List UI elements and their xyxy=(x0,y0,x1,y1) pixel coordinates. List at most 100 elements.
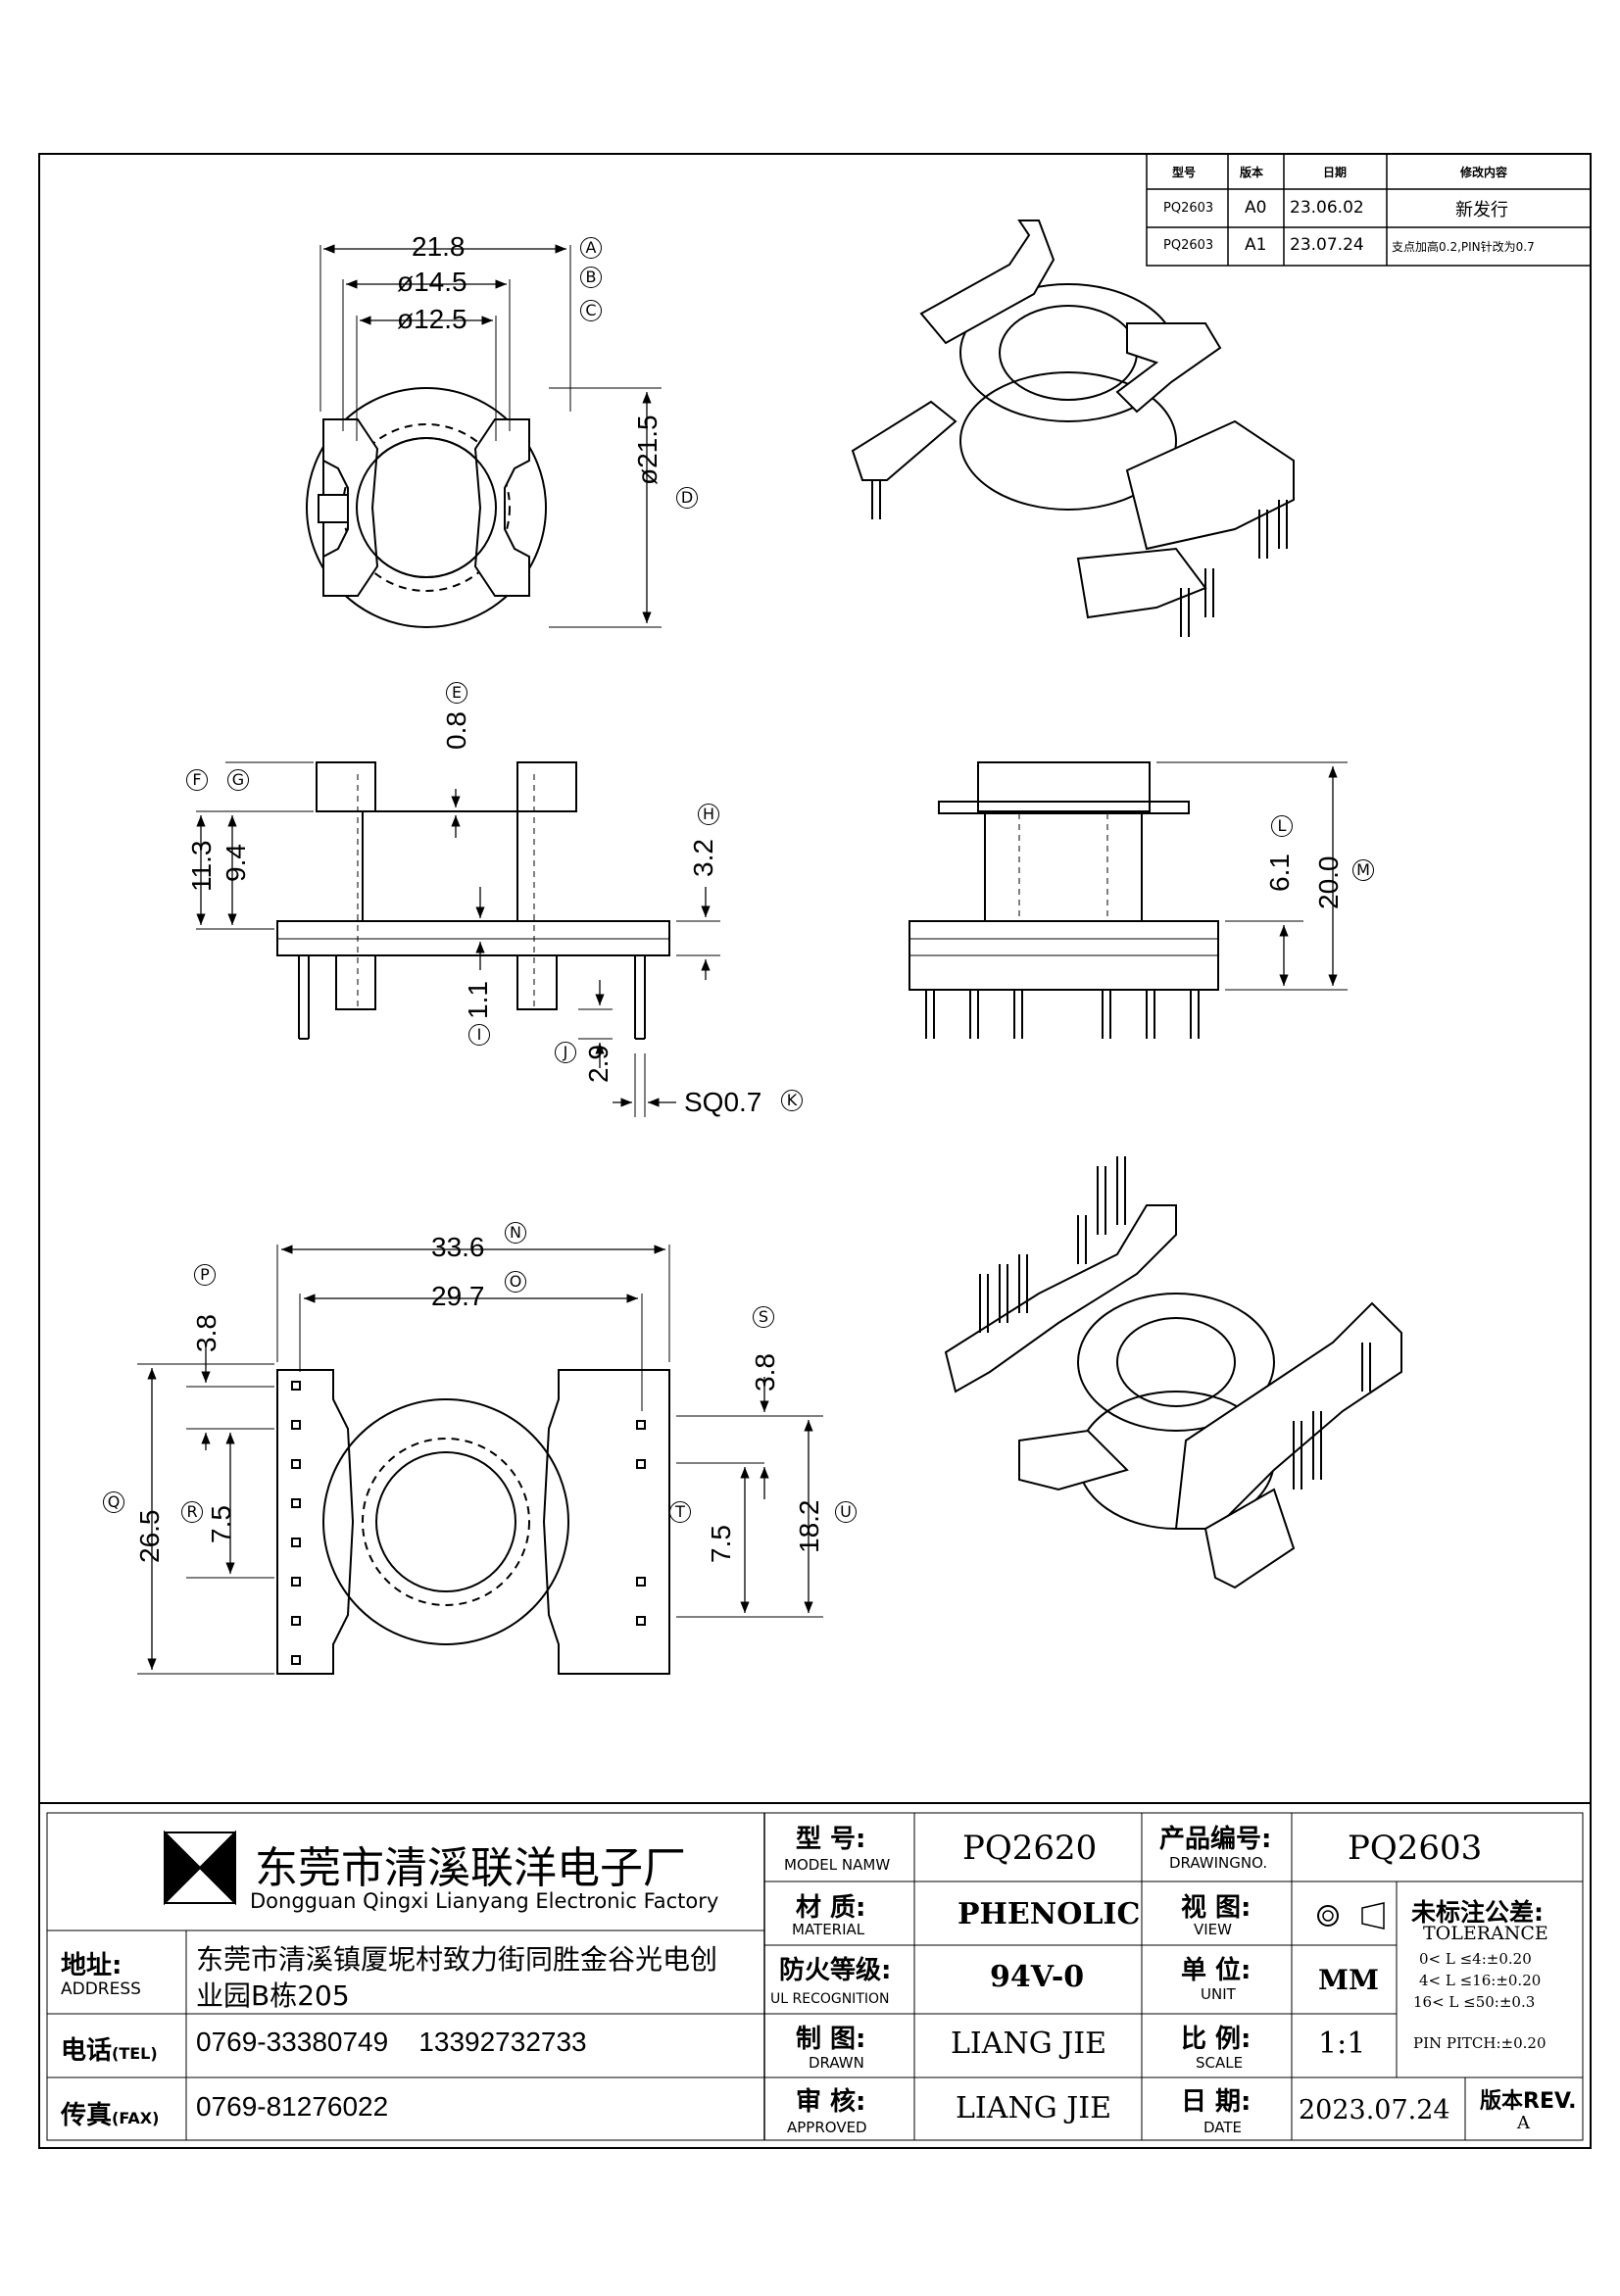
address-label-en: ADDRESS xyxy=(61,1979,141,1999)
fax-value: 0769-81276022 xyxy=(196,2091,389,2122)
dim-q-label: 26.5 xyxy=(134,1509,165,1564)
dim-j-label: 2.9 xyxy=(583,1045,614,1083)
rev-header-date: 日期 xyxy=(1323,166,1348,179)
drawn-value: LIANG JIE xyxy=(951,2027,1106,2061)
unit-label: 单 位: xyxy=(1181,1956,1252,1985)
unit-value: MM xyxy=(1318,1964,1379,1996)
revision-table xyxy=(1146,153,1592,267)
model-label-en: MODEL NAMW xyxy=(784,1856,891,1874)
dim-d-label: ø21.5 xyxy=(632,415,663,485)
rev-row1-model: PQ2603 xyxy=(1163,201,1214,216)
rev-row2-change: 支点加高0.2,PIN针改为0.7 xyxy=(1392,240,1535,254)
rev-row2-date: 23.07.24 xyxy=(1290,235,1364,255)
address-line1: 东莞市清溪镇厦坭村致力街同胜金谷光电创 xyxy=(196,1943,718,1976)
rev-row1-version: A0 xyxy=(1245,198,1267,218)
approved-label-en: APPROVED xyxy=(787,2119,867,2136)
dim-b-label: ø14.5 xyxy=(397,267,467,297)
dim-o-label: 29.7 xyxy=(431,1281,485,1311)
dim-a-label: 21.8 xyxy=(412,231,466,262)
tag-k: K xyxy=(781,1090,803,1111)
tag-m: M xyxy=(1352,859,1374,881)
dim-m-label: 20.0 xyxy=(1313,855,1344,910)
address-line2: 业园B栋205 xyxy=(196,1979,350,2012)
tolerance-line-4: PIN PITCH:±0.20 xyxy=(1413,2034,1546,2052)
scale-label-en: SCALE xyxy=(1196,2054,1244,2072)
model-label: 型 号: xyxy=(796,1825,866,1854)
rev-header-model: 型号 xyxy=(1172,166,1197,179)
view-label: 视 图: xyxy=(1181,1893,1252,1923)
date-label-en: DATE xyxy=(1203,2119,1243,2136)
tel-label-en: (TEL) xyxy=(112,2044,158,2063)
dim-g-label: 9.4 xyxy=(221,844,251,882)
tag-t: T xyxy=(669,1501,691,1523)
drawn-label-en: DRAWN xyxy=(809,2054,864,2072)
dim-t-label: 7.5 xyxy=(706,1525,736,1563)
dim-e-label: 0.8 xyxy=(441,711,471,750)
title-block-grid xyxy=(38,1802,1592,2149)
front-view xyxy=(196,761,720,1117)
tolerance-line-2: 4< L ≤16:±0.20 xyxy=(1419,1972,1542,1989)
tag-h: H xyxy=(698,804,719,825)
company-name-cn: 东莞市清溪联洋电子厂 xyxy=(255,1843,686,1893)
rev-row2-version: A1 xyxy=(1245,235,1267,255)
tag-n: N xyxy=(505,1222,526,1244)
company-name-en: Dongguan Qingxi Lianyang Electronic Fact… xyxy=(250,1889,719,1913)
top-view xyxy=(306,244,662,628)
drawing-no-label-en: DRAWINGNO. xyxy=(1169,1854,1268,1872)
rev-label: 版本REV. xyxy=(1480,2089,1577,2114)
dim-u-label: 18.2 xyxy=(794,1499,824,1554)
fire-label-en: UL RECOGNITION xyxy=(770,1991,890,2007)
view-label-en: VIEW xyxy=(1194,1921,1232,1938)
date-label: 日 期: xyxy=(1181,2087,1252,2117)
dim-c-label: ø12.5 xyxy=(397,304,467,334)
drawn-label: 制 图: xyxy=(796,2025,866,2054)
tag-o: O xyxy=(505,1271,526,1293)
scale-value: 1:1 xyxy=(1318,2027,1366,2061)
dim-p-label: 3.8 xyxy=(191,1314,221,1352)
tag-q: Q xyxy=(103,1491,124,1513)
dim-f-label: 11.3 xyxy=(186,840,217,892)
fax-label-en: (FAX) xyxy=(112,2109,160,2127)
date-value: 2023.07.24 xyxy=(1299,2095,1450,2125)
dim-r-label: 7.5 xyxy=(206,1505,236,1543)
fire-label: 防火等级: xyxy=(779,1956,892,1985)
fax-label: 传真(FAX) xyxy=(61,2095,159,2131)
address-label: 地址: xyxy=(61,1951,123,1980)
tel-label-cn: 电话 xyxy=(61,2036,113,2066)
rev-row2-model: PQ2603 xyxy=(1163,238,1214,253)
rev-row1-change: 新发行 xyxy=(1455,200,1508,220)
tag-d: D xyxy=(676,487,698,509)
material-value: PHENOLIC xyxy=(957,1897,1141,1931)
approved-value: LIANG JIE xyxy=(956,2091,1111,2125)
dim-h-label: 3.2 xyxy=(688,839,718,877)
tag-f: F xyxy=(186,769,208,791)
isometric-view-top xyxy=(851,220,1295,637)
tel-value: 0769-33380749 13392732733 xyxy=(196,2027,587,2057)
isometric-view-bottom xyxy=(944,1156,1402,1589)
first-angle-projection-icon xyxy=(1311,1905,1312,1906)
tag-b: B xyxy=(580,267,602,288)
tag-c: C xyxy=(580,300,602,321)
tag-s: S xyxy=(753,1306,774,1328)
dim-k-label: SQ0.7 xyxy=(684,1087,762,1117)
dim-s-label: 3.8 xyxy=(750,1353,780,1392)
tag-p: P xyxy=(194,1264,216,1286)
model-value: PQ2620 xyxy=(962,1829,1098,1868)
unit-label-en: UNIT xyxy=(1201,1985,1236,2003)
rev-row1-date: 23.06.02 xyxy=(1290,198,1364,218)
top-outer-circle xyxy=(306,387,547,628)
tolerance-label-en: TOLERANCE xyxy=(1423,1923,1548,1944)
tolerance-label: 未标注公差: xyxy=(1411,1898,1544,1927)
fire-value: 94V-0 xyxy=(990,1960,1085,1994)
fax-label-cn: 传真 xyxy=(61,2101,113,2130)
dim-l-label: 6.1 xyxy=(1264,854,1295,892)
tag-g: G xyxy=(227,769,249,791)
side-view xyxy=(908,761,1348,1039)
tag-i: I xyxy=(468,1024,490,1046)
bottom-view xyxy=(137,1245,823,1675)
rev-header-change: 修改内容 xyxy=(1460,166,1508,179)
material-label: 材 质: xyxy=(796,1893,866,1923)
tag-l: L xyxy=(1271,815,1293,837)
